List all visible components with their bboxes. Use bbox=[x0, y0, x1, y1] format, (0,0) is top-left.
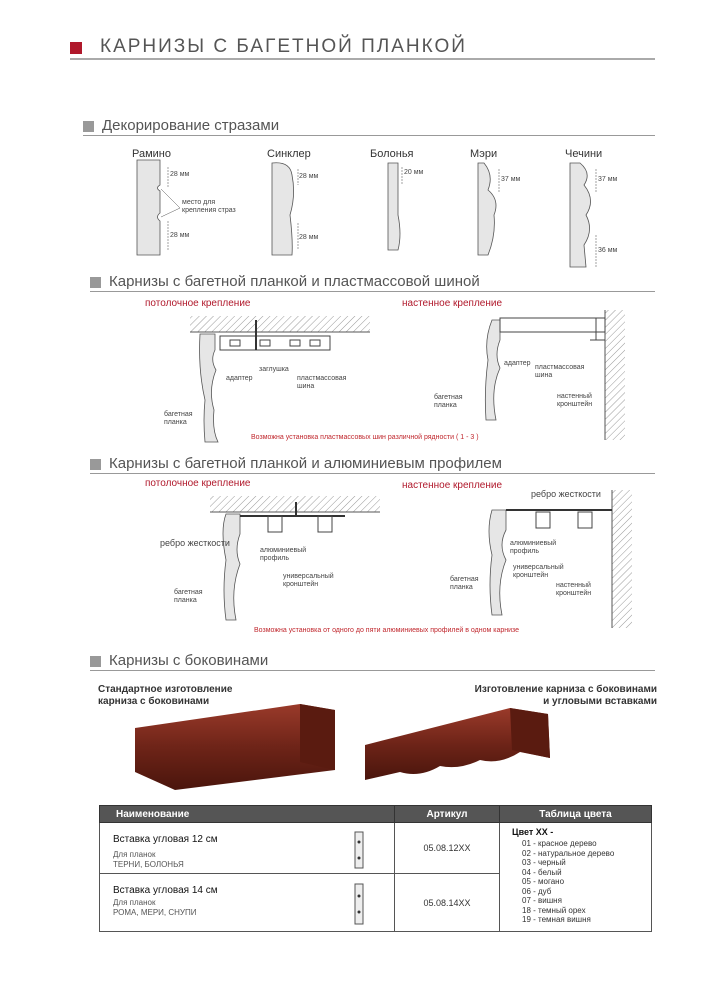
photo-caption-standard: Стандартное изготовление карниза с боков… bbox=[98, 684, 233, 707]
section-rule bbox=[90, 473, 655, 474]
article-cell: 05.08.14XX bbox=[394, 873, 500, 932]
callout-label: багетная планка bbox=[434, 394, 463, 409]
photo-standard-cornice bbox=[135, 704, 335, 790]
callout-label: багетная планка bbox=[164, 411, 193, 426]
callout-label: багетная планка bbox=[174, 589, 203, 604]
dim-label: 28 мм bbox=[170, 171, 190, 178]
profile-name: Рамино bbox=[132, 148, 171, 160]
section-marker bbox=[83, 121, 94, 132]
dim-label: 20 мм bbox=[404, 169, 424, 176]
decor-profiles-drawing bbox=[136, 159, 597, 268]
wall-mount-label: настенное крепление bbox=[402, 480, 503, 491]
callout-label: алюминиевый профиль bbox=[260, 547, 307, 562]
header-colors: Таблица цвета bbox=[499, 805, 652, 823]
dim-label: 36 мм bbox=[598, 247, 618, 254]
dim-label: 28 мм bbox=[299, 234, 319, 241]
page-title: КАРНИЗЫ С БАГЕТНОЙ ПЛАНКОЙ bbox=[100, 36, 467, 57]
section-title-decor: Декорирование стразами bbox=[102, 117, 280, 134]
callout-label: универсальный кронштейн bbox=[283, 573, 334, 588]
aluminium-profile-drawing bbox=[210, 490, 632, 628]
corner-insert-icon bbox=[354, 883, 364, 925]
mount-place-label: место для крепления страз bbox=[182, 199, 236, 214]
plastic-note: Возможна установка пластмассовых шин раз… bbox=[251, 434, 479, 441]
profile-bolonya bbox=[387, 162, 401, 251]
color-title: Цвет XX - bbox=[512, 827, 554, 837]
dim-label: 28 мм bbox=[170, 232, 190, 239]
section-rule bbox=[90, 670, 655, 671]
product-table: Наименование Артикул Таблица цвета Встав… bbox=[99, 805, 652, 932]
aluminium-note: Возможна установка от одного до пяти алю… bbox=[254, 627, 520, 634]
callout-label: пластмассовая шина bbox=[297, 375, 347, 390]
profile-name: Болонья bbox=[370, 148, 414, 160]
callout-label: алюминиевый профиль bbox=[510, 540, 557, 555]
ceiling-mount-label: потолочное крепление bbox=[145, 478, 251, 489]
profile-sinkler bbox=[271, 162, 294, 256]
title-rule bbox=[70, 58, 655, 60]
callout-label: универсальный кронштейн bbox=[513, 564, 564, 579]
callout-label: багетная планка bbox=[450, 576, 479, 591]
callout-label: заглушка bbox=[259, 366, 289, 373]
section-marker bbox=[90, 656, 101, 667]
section-rule bbox=[90, 291, 655, 292]
callout-label: адаптер bbox=[504, 360, 531, 367]
header-name: Наименование bbox=[99, 805, 395, 823]
dim-label: 37 мм bbox=[501, 176, 521, 183]
photo-caption-corner: Изготовление карниза с боковинами и угло… bbox=[474, 684, 657, 707]
section-title-aluminium: Карнизы с багетной планкой и алюминиевым… bbox=[109, 455, 502, 472]
section-marker bbox=[90, 459, 101, 470]
profile-ramino bbox=[136, 159, 161, 256]
plastic-rail-drawing bbox=[190, 310, 625, 443]
wall-mount-label: настенное крепление bbox=[402, 298, 503, 309]
ceiling-mount-label: потолочное крепление bbox=[145, 298, 251, 309]
profile-name: Мэри bbox=[470, 148, 498, 160]
color-cell: Цвет XX - 01 - красное дерево 02 - натур… bbox=[499, 822, 652, 932]
profile-name: Чечини bbox=[565, 148, 603, 160]
section-title-sides: Карнизы с боковинами bbox=[109, 652, 269, 669]
callout-label: пластмассовая шина bbox=[535, 364, 585, 379]
product-photos bbox=[135, 704, 550, 790]
profile-name: Синклер bbox=[267, 148, 311, 160]
callout-label: ребро жесткости bbox=[160, 538, 230, 548]
section-title-plastic: Карнизы с багетной планкой и пластмассов… bbox=[109, 273, 480, 290]
profile-chechini bbox=[569, 162, 591, 268]
callout-label: адаптер bbox=[226, 375, 253, 382]
title-marker bbox=[70, 42, 82, 54]
corner-insert-icon bbox=[354, 831, 364, 869]
table-row: Вставка угловая 12 см Для планок ТЕРНИ, … bbox=[99, 822, 395, 874]
color-list: 01 - красное дерево 02 - натуральное дер… bbox=[522, 839, 615, 924]
table-row: Вставка угловая 14 см Для планок РОМА, М… bbox=[99, 873, 395, 932]
callout-label: настенный кронштейн bbox=[557, 393, 593, 408]
section-rule bbox=[83, 135, 655, 136]
dim-label: 37 мм bbox=[598, 176, 618, 183]
header-article: Артикул bbox=[394, 805, 500, 823]
article-cell: 05.08.12XX bbox=[394, 822, 500, 874]
callout-label: ребро жесткости bbox=[531, 489, 601, 499]
photo-corner-cornice bbox=[365, 708, 550, 780]
callout-label: настенный кронштейн bbox=[556, 582, 592, 597]
section-marker bbox=[90, 277, 101, 288]
profile-mary bbox=[477, 162, 497, 256]
dim-label: 28 мм bbox=[299, 173, 319, 180]
